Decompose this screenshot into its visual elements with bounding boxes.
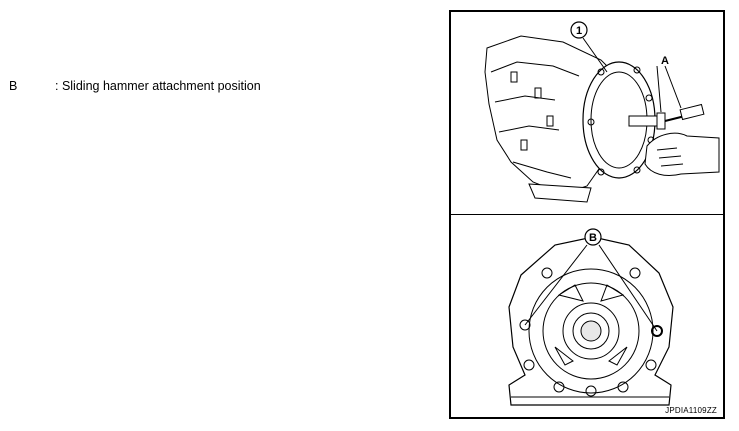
- callout-b: B: [589, 232, 597, 244]
- housing-front-view-illustration: B: [508, 228, 674, 406]
- figure-id: JPDIA1109ZZ: [665, 406, 717, 415]
- panel-divider: [451, 214, 723, 215]
- legend-description: : Sliding hammer attachment position: [55, 79, 261, 93]
- transmission-side-view-illustration: 1 A: [484, 21, 720, 203]
- illustration-frame: 1 A: [449, 10, 725, 419]
- housing-front-view-panel: B: [451, 215, 723, 417]
- legend-key: B: [9, 79, 18, 93]
- callout-a: A: [661, 55, 669, 67]
- legend-row: B : Sliding hammer attachment position: [9, 79, 261, 93]
- callout-1: 1: [576, 25, 582, 37]
- transmission-side-view-panel: 1 A: [451, 12, 723, 214]
